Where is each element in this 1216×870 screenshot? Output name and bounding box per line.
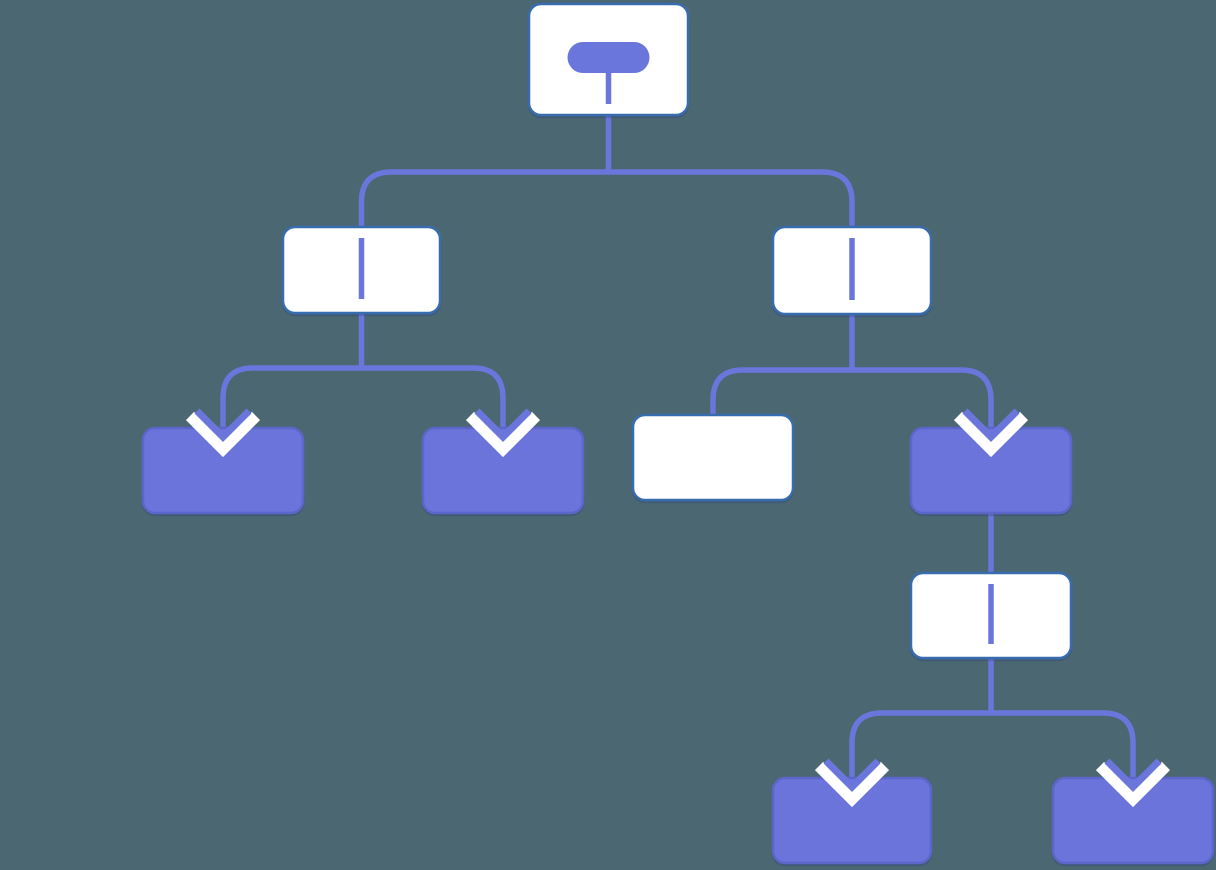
chevron-arrow-icon (962, 408, 1020, 442)
branch-node-right-lower[interactable] (909, 571, 1073, 660)
connector-branch (358, 169, 609, 230)
connector-branch (852, 367, 994, 434)
connector-branch (849, 710, 991, 784)
divider-bar-icon (849, 238, 855, 300)
arrow-chevron-marker (814, 758, 890, 808)
chevron-arrow-icon (1104, 758, 1162, 792)
branch-leaf-node-right[interactable] (909, 426, 1073, 515)
divider-bar-icon (988, 584, 994, 644)
arrow-chevron-marker (185, 408, 261, 458)
connector-branch (220, 365, 362, 434)
child-node-plain[interactable] (631, 413, 795, 502)
arrow-chevron-marker (953, 408, 1029, 458)
branch-node-left[interactable] (281, 225, 442, 315)
connector-branch (361, 365, 506, 434)
connector-branch (608, 169, 855, 230)
branch-node-right[interactable] (771, 225, 933, 316)
connector-branch (991, 710, 1136, 784)
chevron-outline-icon (814, 761, 890, 808)
leaf-node-bottom-1[interactable] (771, 776, 933, 865)
chevron-outline-icon (953, 411, 1029, 458)
node-box (631, 413, 795, 502)
connectors (220, 113, 1136, 784)
nodes (141, 2, 1215, 865)
leaf-box (1051, 776, 1215, 865)
leaf-box (771, 776, 933, 865)
leaf-node-left-1[interactable] (141, 426, 305, 515)
leaf-box (421, 426, 585, 515)
root-node[interactable] (527, 2, 690, 117)
root-pill-icon (567, 42, 650, 73)
leaf-node-left-2[interactable] (421, 426, 585, 515)
leaf-box (909, 426, 1073, 515)
chevron-arrow-icon (474, 408, 532, 442)
arrow-chevron-marker (1095, 758, 1171, 808)
arrow-chevron-marker (465, 408, 541, 458)
connector-branch (710, 367, 852, 418)
chevron-arrow-icon (823, 758, 881, 792)
chevron-outline-icon (1095, 761, 1171, 808)
leaf-node-bottom-2[interactable] (1051, 776, 1215, 865)
leaf-box (141, 426, 305, 515)
chevron-arrow-icon (194, 408, 252, 442)
divider-bar-icon (358, 238, 365, 299)
chevron-outline-icon (185, 411, 261, 458)
arrow-markers (185, 408, 1171, 808)
chevron-outline-icon (465, 411, 541, 458)
root-stem-icon (605, 70, 612, 104)
